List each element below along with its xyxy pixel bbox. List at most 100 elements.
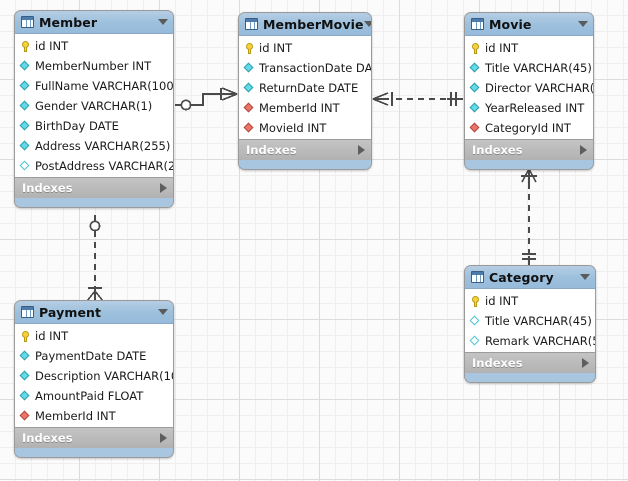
column-row[interactable]: id INT: [15, 326, 173, 346]
expand-triangle-icon[interactable]: [580, 145, 587, 155]
column-row[interactable]: MemberId INT: [239, 98, 371, 118]
column-diamond-icon: [244, 63, 255, 74]
primary-key-icon: [244, 42, 255, 54]
column-label: Gender VARCHAR(1): [35, 99, 153, 113]
column-list-member: id INT MemberNumber INT FullName VARCHAR…: [15, 34, 173, 177]
column-diamond-icon: [20, 391, 31, 402]
table-header-member[interactable]: Member: [15, 11, 173, 34]
column-diamond-icon: [470, 103, 481, 114]
column-row[interactable]: YearReleased INT: [465, 98, 593, 118]
indexes-bar[interactable]: Indexes: [239, 139, 371, 160]
column-list-payment: id INT PaymentDate DATE Description VARC…: [15, 324, 173, 427]
table-footer: [239, 160, 371, 169]
column-label: AmountPaid FLOAT: [35, 389, 144, 403]
connector-member-payment: [86, 215, 104, 302]
nullable-diamond-icon: [470, 336, 481, 347]
chevron-down-icon[interactable]: [578, 21, 588, 27]
table-header-payment[interactable]: Payment: [15, 301, 173, 324]
expand-triangle-icon[interactable]: [160, 433, 167, 443]
column-row[interactable]: TransactionDate DATE: [239, 58, 371, 78]
column-row[interactable]: id INT: [15, 36, 173, 56]
column-row[interactable]: Remark VARCHAR(500): [465, 331, 595, 351]
column-row[interactable]: MovieId INT: [239, 118, 371, 138]
expand-triangle-icon[interactable]: [160, 183, 167, 193]
column-row[interactable]: Description VARCHAR(100): [15, 366, 173, 386]
column-row[interactable]: AmountPaid FLOAT: [15, 386, 173, 406]
column-label: YearReleased INT: [485, 101, 585, 115]
table-membermovie[interactable]: MemberMovie id INT TransactionDate DATE …: [238, 12, 372, 170]
column-row[interactable]: id INT: [239, 38, 371, 58]
table-payment[interactable]: Payment id INT PaymentDate DATE Descript…: [14, 300, 174, 458]
column-row[interactable]: BirthDay DATE: [15, 116, 173, 136]
column-row[interactable]: Address VARCHAR(255): [15, 136, 173, 156]
column-diamond-icon: [20, 141, 31, 152]
column-label: id INT: [35, 329, 69, 343]
indexes-label: Indexes: [472, 143, 523, 157]
column-diamond-icon: [20, 81, 31, 92]
table-title: Movie: [489, 16, 532, 32]
column-row[interactable]: Gender VARCHAR(1): [15, 96, 173, 116]
table-title: MemberMovie: [263, 16, 364, 32]
column-label: Title VARCHAR(45): [485, 61, 592, 75]
connector-movie-category: [521, 168, 537, 265]
connector-membermovie-movie: [372, 92, 463, 106]
indexes-bar[interactable]: Indexes: [465, 139, 593, 160]
column-label: MemberId INT: [35, 409, 116, 423]
table-title: Member: [39, 14, 98, 30]
table-movie[interactable]: Movie id INT Title VARCHAR(45) Director …: [464, 12, 594, 170]
nullable-diamond-icon: [20, 161, 31, 172]
column-label: Director VARCHAR(45): [485, 81, 594, 95]
column-diamond-icon: [20, 371, 31, 382]
column-row[interactable]: id INT: [465, 38, 593, 58]
table-icon: [21, 306, 34, 318]
column-row[interactable]: CategoryId INT: [465, 118, 593, 138]
connector-member-membermovie: [175, 87, 238, 111]
table-member[interactable]: Member id INT MemberNumber INT FullName …: [14, 10, 174, 208]
column-row[interactable]: PostAddress VARCHAR(255): [15, 156, 173, 176]
column-label: MemberId INT: [259, 101, 340, 115]
indexes-label: Indexes: [22, 181, 73, 195]
chevron-down-icon[interactable]: [363, 21, 371, 27]
table-category[interactable]: Category id INT Title VARCHAR(45) Remark…: [464, 265, 596, 383]
column-list-movie: id INT Title VARCHAR(45) Director VARCHA…: [465, 36, 593, 139]
column-row[interactable]: PaymentDate DATE: [15, 346, 173, 366]
column-list-category: id INT Title VARCHAR(45) Remark VARCHAR(…: [465, 289, 595, 352]
column-row[interactable]: MemberId INT: [15, 406, 173, 426]
indexes-bar[interactable]: Indexes: [15, 177, 173, 198]
primary-key-icon: [20, 330, 31, 342]
chevron-down-icon[interactable]: [158, 309, 168, 315]
indexes-bar[interactable]: Indexes: [15, 427, 173, 448]
column-row[interactable]: ReturnDate DATE: [239, 78, 371, 98]
column-diamond-icon: [20, 61, 31, 72]
table-header-membermovie[interactable]: MemberMovie: [239, 13, 371, 36]
column-label: MemberNumber INT: [35, 59, 152, 73]
indexes-label: Indexes: [246, 143, 297, 157]
column-diamond-icon: [20, 121, 31, 132]
column-row[interactable]: Title VARCHAR(45): [465, 58, 593, 78]
column-label: BirthDay DATE: [35, 119, 119, 133]
column-label: MovieId INT: [259, 121, 327, 135]
column-row[interactable]: Title VARCHAR(45): [465, 311, 595, 331]
column-label: Address VARCHAR(255): [35, 139, 171, 153]
column-list-membermovie: id INT TransactionDate DATE ReturnDate D…: [239, 36, 371, 139]
column-row[interactable]: FullName VARCHAR(100): [15, 76, 173, 96]
column-label: PostAddress VARCHAR(255): [35, 159, 174, 173]
primary-key-icon: [470, 42, 481, 54]
column-label: id INT: [485, 41, 519, 55]
table-header-category[interactable]: Category: [465, 266, 595, 289]
chevron-down-icon[interactable]: [580, 274, 590, 280]
table-header-movie[interactable]: Movie: [465, 13, 593, 36]
table-footer: [465, 160, 593, 169]
expand-triangle-icon[interactable]: [582, 358, 589, 368]
column-label: id INT: [259, 41, 293, 55]
column-label: CategoryId INT: [485, 121, 571, 135]
expand-triangle-icon[interactable]: [358, 145, 365, 155]
column-row[interactable]: id INT: [465, 291, 595, 311]
column-row[interactable]: MemberNumber INT: [15, 56, 173, 76]
column-row[interactable]: Director VARCHAR(45): [465, 78, 593, 98]
indexes-bar[interactable]: Indexes: [465, 352, 595, 373]
foreign-key-icon: [470, 123, 481, 134]
chevron-down-icon[interactable]: [158, 19, 168, 25]
table-title: Category: [489, 269, 554, 285]
